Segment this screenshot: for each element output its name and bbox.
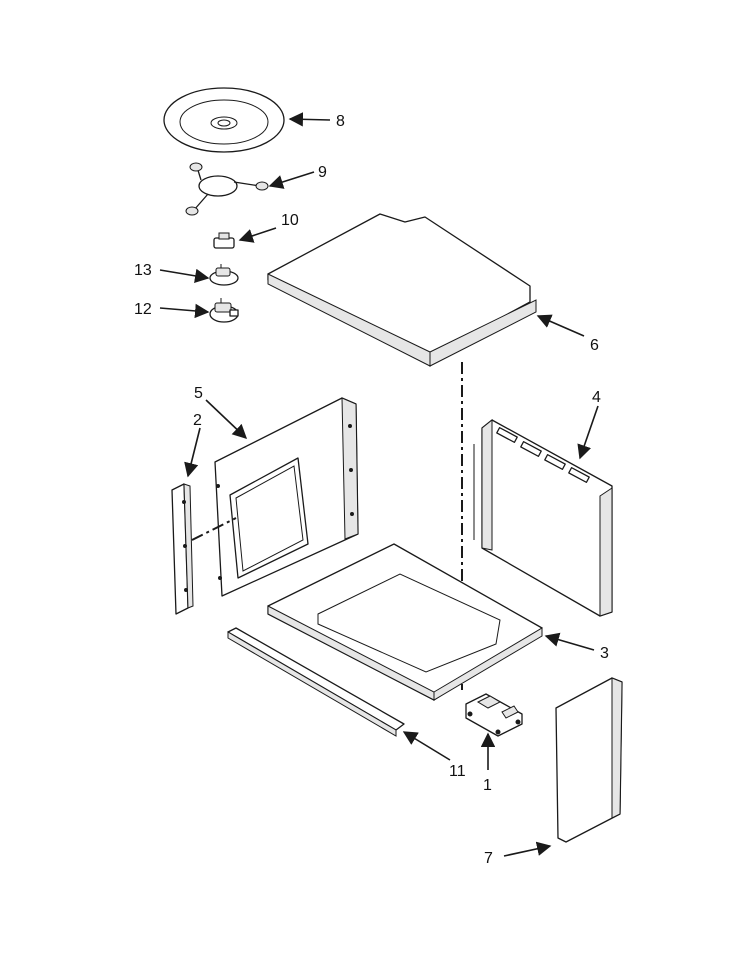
part-11-front-rail[interactable] xyxy=(227,627,405,737)
callout-11: 11 xyxy=(449,763,466,780)
part-7-side-panel[interactable] xyxy=(555,677,623,843)
assembly-line-2-to-5 xyxy=(191,517,237,541)
callout-1: 1 xyxy=(483,777,492,794)
callout-labels: 8 9 10 13 12 6 5 4 2 3 11 1 7 xyxy=(134,113,609,867)
part-2-vent-strip[interactable] xyxy=(171,483,194,615)
callout-12: 12 xyxy=(134,301,152,318)
callout-7: 7 xyxy=(484,850,493,867)
part-12-motor[interactable] xyxy=(209,298,239,323)
part-13-turntable-motor[interactable] xyxy=(209,264,239,286)
callout-2: 2 xyxy=(193,412,202,429)
callout-9: 9 xyxy=(318,164,327,181)
callout-5: 5 xyxy=(194,385,203,402)
callout-8: 8 xyxy=(336,113,345,130)
part-10-coupler[interactable] xyxy=(213,232,235,249)
callout-6: 6 xyxy=(590,337,599,354)
part-9-roller-support[interactable] xyxy=(185,162,269,216)
part-6-top-panel[interactable] xyxy=(267,213,537,367)
callout-4: 4 xyxy=(592,389,601,406)
part-8-turntable-tray[interactable] xyxy=(163,87,285,153)
callout-10: 10 xyxy=(281,212,299,229)
part-1-control-board[interactable] xyxy=(465,693,523,737)
leader-lines xyxy=(159,112,599,857)
callout-13: 13 xyxy=(134,262,152,279)
part-4-right-side-panel[interactable] xyxy=(473,418,613,617)
callout-3: 3 xyxy=(600,645,609,662)
part-3-base-pan[interactable] xyxy=(267,543,543,701)
part-5-left-side-panel[interactable] xyxy=(214,397,359,597)
